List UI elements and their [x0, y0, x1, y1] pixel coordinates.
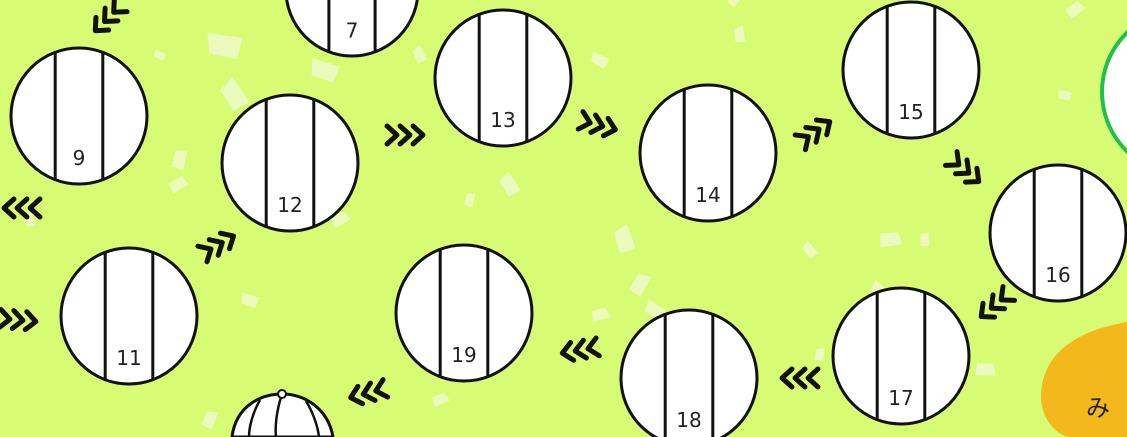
confetti-piece: [496, 172, 523, 199]
speech-bubble: [1041, 322, 1127, 437]
confetti-piece: [240, 292, 260, 308]
board-space-16: 16: [990, 165, 1126, 301]
goal-space: [1102, 9, 1127, 175]
space-number-label: 16: [1045, 263, 1070, 287]
chevron-arrow-icon: [578, 112, 617, 139]
confetti-piece: [589, 51, 610, 69]
confetti-piece: [1058, 90, 1072, 101]
chevron-arrow-icon: [561, 338, 599, 362]
space-number-label: 18: [676, 408, 701, 432]
board-space-9: 9: [11, 48, 147, 184]
confetti-piece: [171, 149, 187, 170]
board-space-18: 18: [621, 310, 757, 437]
chevron-arrow-icon: [89, 0, 127, 37]
chevron-arrow-icon: [0, 309, 37, 330]
board-space-13: 13: [435, 10, 571, 146]
chevron-arrow-icon: [348, 380, 387, 407]
confetti-piece: [628, 272, 651, 298]
chevron-arrow-icon: [945, 152, 984, 189]
space-number-label: 14: [695, 183, 720, 207]
confetti-piece: [877, 229, 903, 251]
chevron-arrow-icon: [975, 287, 1014, 324]
confetti-piece: [918, 232, 931, 248]
chevron-arrow-icon: [198, 228, 238, 262]
confetti-piece: [430, 390, 450, 408]
confetti-piece: [731, 26, 748, 45]
space-number-label: 7: [346, 19, 359, 43]
speech-bubble-text: み: [1086, 388, 1110, 423]
board-space-17: 17: [833, 288, 969, 424]
confetti-piece: [464, 193, 476, 208]
space-number-label: 9: [73, 146, 86, 170]
confetti-piece: [410, 45, 429, 65]
board-space-14: 14: [640, 85, 776, 221]
space-number-label: 11: [116, 346, 141, 370]
board-space-19: 19: [396, 245, 532, 381]
confetti-piece: [610, 224, 639, 256]
confetti-piece: [201, 410, 218, 431]
confetti-piece: [589, 305, 611, 324]
chevron-arrow-icon: [387, 126, 423, 144]
confetti-piece: [1064, 0, 1086, 21]
chevron-arrow-icon: [4, 199, 40, 217]
chevron-arrow-icon: [782, 369, 818, 387]
confetti-piece: [208, 33, 243, 59]
confetti-piece: [166, 174, 188, 196]
chevron-arrow-icon: [795, 114, 835, 149]
space-number-label: 19: [451, 343, 476, 367]
board-space-12: 12: [222, 95, 358, 231]
character-cap-icon: [232, 390, 333, 437]
board-space-7: 7: [286, 0, 418, 56]
confetti-piece: [800, 241, 820, 260]
space-number-label: 17: [888, 386, 913, 410]
board-space-15: 15: [843, 2, 979, 138]
confetti-piece: [727, 0, 743, 8]
confetti-piece: [310, 58, 341, 83]
confetti-piece: [153, 49, 167, 61]
confetti-piece: [814, 348, 825, 363]
space-number-label: 15: [898, 100, 923, 124]
board-space-11: 11: [61, 248, 197, 384]
confetti-piece: [974, 361, 996, 378]
board-spaces: 7 9 11 12 13 14 15 16 17 18 19: [11, 0, 1126, 437]
space-number-label: 12: [277, 193, 302, 217]
space-number-label: 13: [490, 108, 515, 132]
